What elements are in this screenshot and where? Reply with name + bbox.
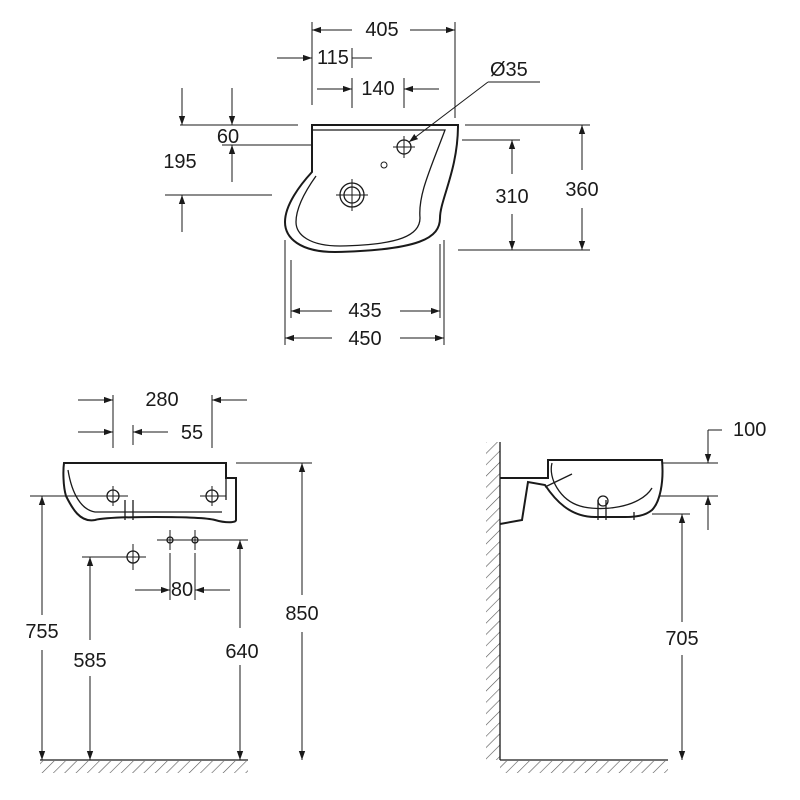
dim-115: 115 — [317, 47, 349, 69]
side-waste-icon — [597, 495, 609, 520]
dim-405: 405 — [365, 19, 398, 41]
front-hole-left-icon — [100, 486, 128, 506]
basin-front-outline — [62, 462, 237, 524]
floor-hatch-front — [40, 761, 248, 773]
drain-point-icon — [120, 544, 146, 570]
dim-60: 60 — [217, 126, 239, 148]
side-view: 100 705 — [486, 419, 766, 773]
dim-diameter-35: Ø35 — [490, 59, 528, 81]
dim-310: 310 — [495, 186, 528, 208]
dim-80: 80 — [171, 579, 193, 601]
floor-hatch-side — [500, 761, 668, 773]
basin-side-outline — [499, 459, 664, 525]
dim-755: 755 — [25, 621, 58, 643]
dim-100: 100 — [733, 419, 766, 441]
supply-points-icon — [157, 530, 213, 550]
basin-top-inner — [295, 129, 446, 247]
wall-hatch — [486, 442, 500, 760]
dim-640: 640 — [225, 641, 258, 663]
dim-435: 435 — [348, 300, 381, 322]
waste-pipe-icon — [124, 500, 134, 520]
dim-280: 280 — [145, 389, 178, 411]
dim-140: 140 — [361, 78, 394, 100]
dim-360: 360 — [565, 179, 598, 201]
dim-450: 450 — [348, 328, 381, 350]
overflow-icon — [380, 161, 388, 169]
dim-585: 585 — [73, 650, 106, 672]
dim-195: 195 — [163, 151, 196, 173]
dim-850: 850 — [285, 603, 318, 625]
dim-55: 55 — [181, 422, 203, 444]
top-view: 405 115 140 Ø35 60 195 310 — [163, 19, 598, 350]
waste-hole-icon — [336, 179, 368, 211]
tap-hole-icon — [393, 136, 415, 158]
front-hole-right-icon — [200, 486, 226, 506]
dim-705: 705 — [665, 628, 698, 650]
basin-top-outline — [283, 124, 460, 254]
front-view: 280 55 80 755 585 640 850 — [25, 389, 319, 773]
